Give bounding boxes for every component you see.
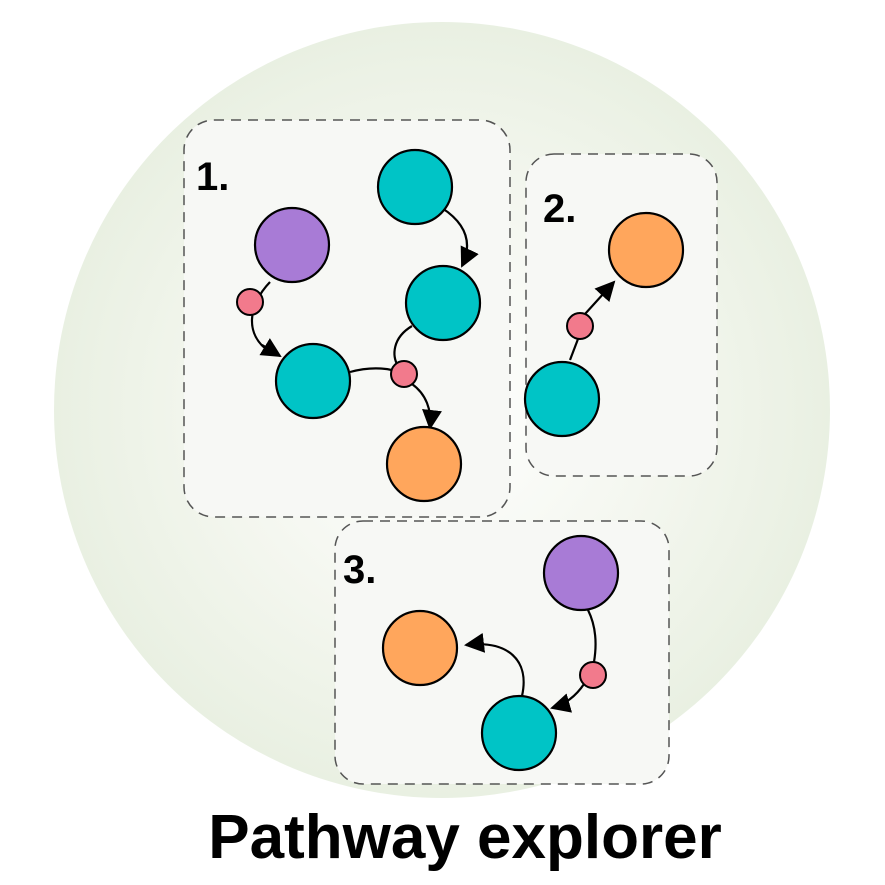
reaction-node-3a[interactable]	[579, 661, 607, 689]
edge-teal-to-reaction	[568, 338, 580, 361]
edge-teal-to-orange	[464, 632, 525, 697]
edge-reaction-to-orange	[411, 383, 442, 430]
panel-2: 2.	[523, 153, 718, 477]
panel-2-label: 2.	[543, 187, 576, 231]
metabolite-node-purple[interactable]	[253, 206, 331, 284]
metabolite-node-orange[interactable]	[607, 211, 685, 289]
reaction-node-2a[interactable]	[566, 312, 594, 340]
metabolite-node-teal-low[interactable]	[274, 342, 352, 420]
panel-3-label: 3.	[343, 548, 376, 592]
page-title: Pathway explorer	[208, 803, 721, 872]
metabolite-node-teal-mid[interactable]	[404, 264, 482, 342]
metabolite-node-teal[interactable]	[523, 360, 601, 438]
edge-teal-top-to-teal-mid	[441, 207, 479, 268]
edge-purple-to-reaction	[587, 609, 597, 663]
panel-1: 1.	[183, 119, 511, 518]
panel-3: 3.	[334, 520, 670, 785]
metabolite-node-purple[interactable]	[542, 534, 620, 612]
metabolite-node-orange[interactable]	[381, 609, 459, 687]
panel-1-label: 1.	[196, 155, 229, 199]
reaction-node-1b[interactable]	[390, 360, 418, 388]
edge-reaction-to-orange	[584, 280, 616, 315]
metabolite-node-teal-top[interactable]	[376, 148, 454, 226]
metabolite-node-orange[interactable]	[385, 425, 463, 503]
edge-reaction-to-teal	[550, 683, 585, 713]
reaction-node-1a[interactable]	[236, 288, 264, 316]
edge-purple-to-teal-arrow	[259, 338, 282, 358]
metabolite-node-teal[interactable]	[480, 694, 558, 772]
